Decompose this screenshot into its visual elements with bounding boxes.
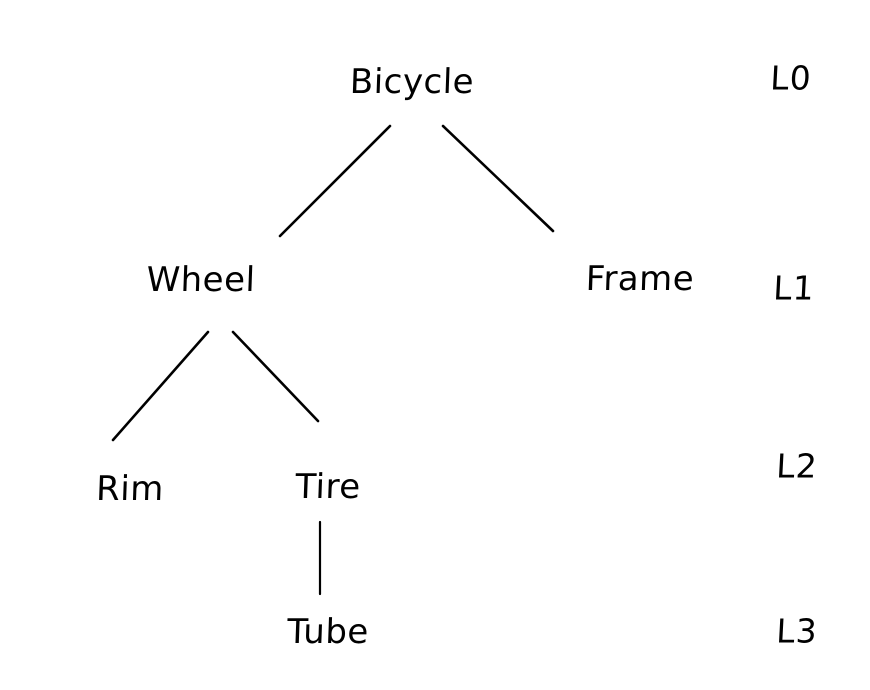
node-rim: Rim xyxy=(95,469,165,509)
node-bicycle: Bicycle xyxy=(349,62,475,102)
node-tire: Tire xyxy=(294,467,362,507)
edge-bicycle-wheel xyxy=(278,124,392,238)
level-label-l2: L2 xyxy=(775,446,819,486)
edge-wheel-rim xyxy=(111,330,210,442)
node-wheel: Wheel xyxy=(145,260,257,300)
level-label-l3: L3 xyxy=(775,611,819,651)
node-tube: Tube xyxy=(286,612,370,652)
level-label-l1: L1 xyxy=(772,268,816,308)
level-label-l0: L0 xyxy=(769,58,813,98)
node-frame: Frame xyxy=(585,259,695,299)
edge-wheel-tire xyxy=(231,330,320,423)
edge-bicycle-frame xyxy=(441,124,555,233)
